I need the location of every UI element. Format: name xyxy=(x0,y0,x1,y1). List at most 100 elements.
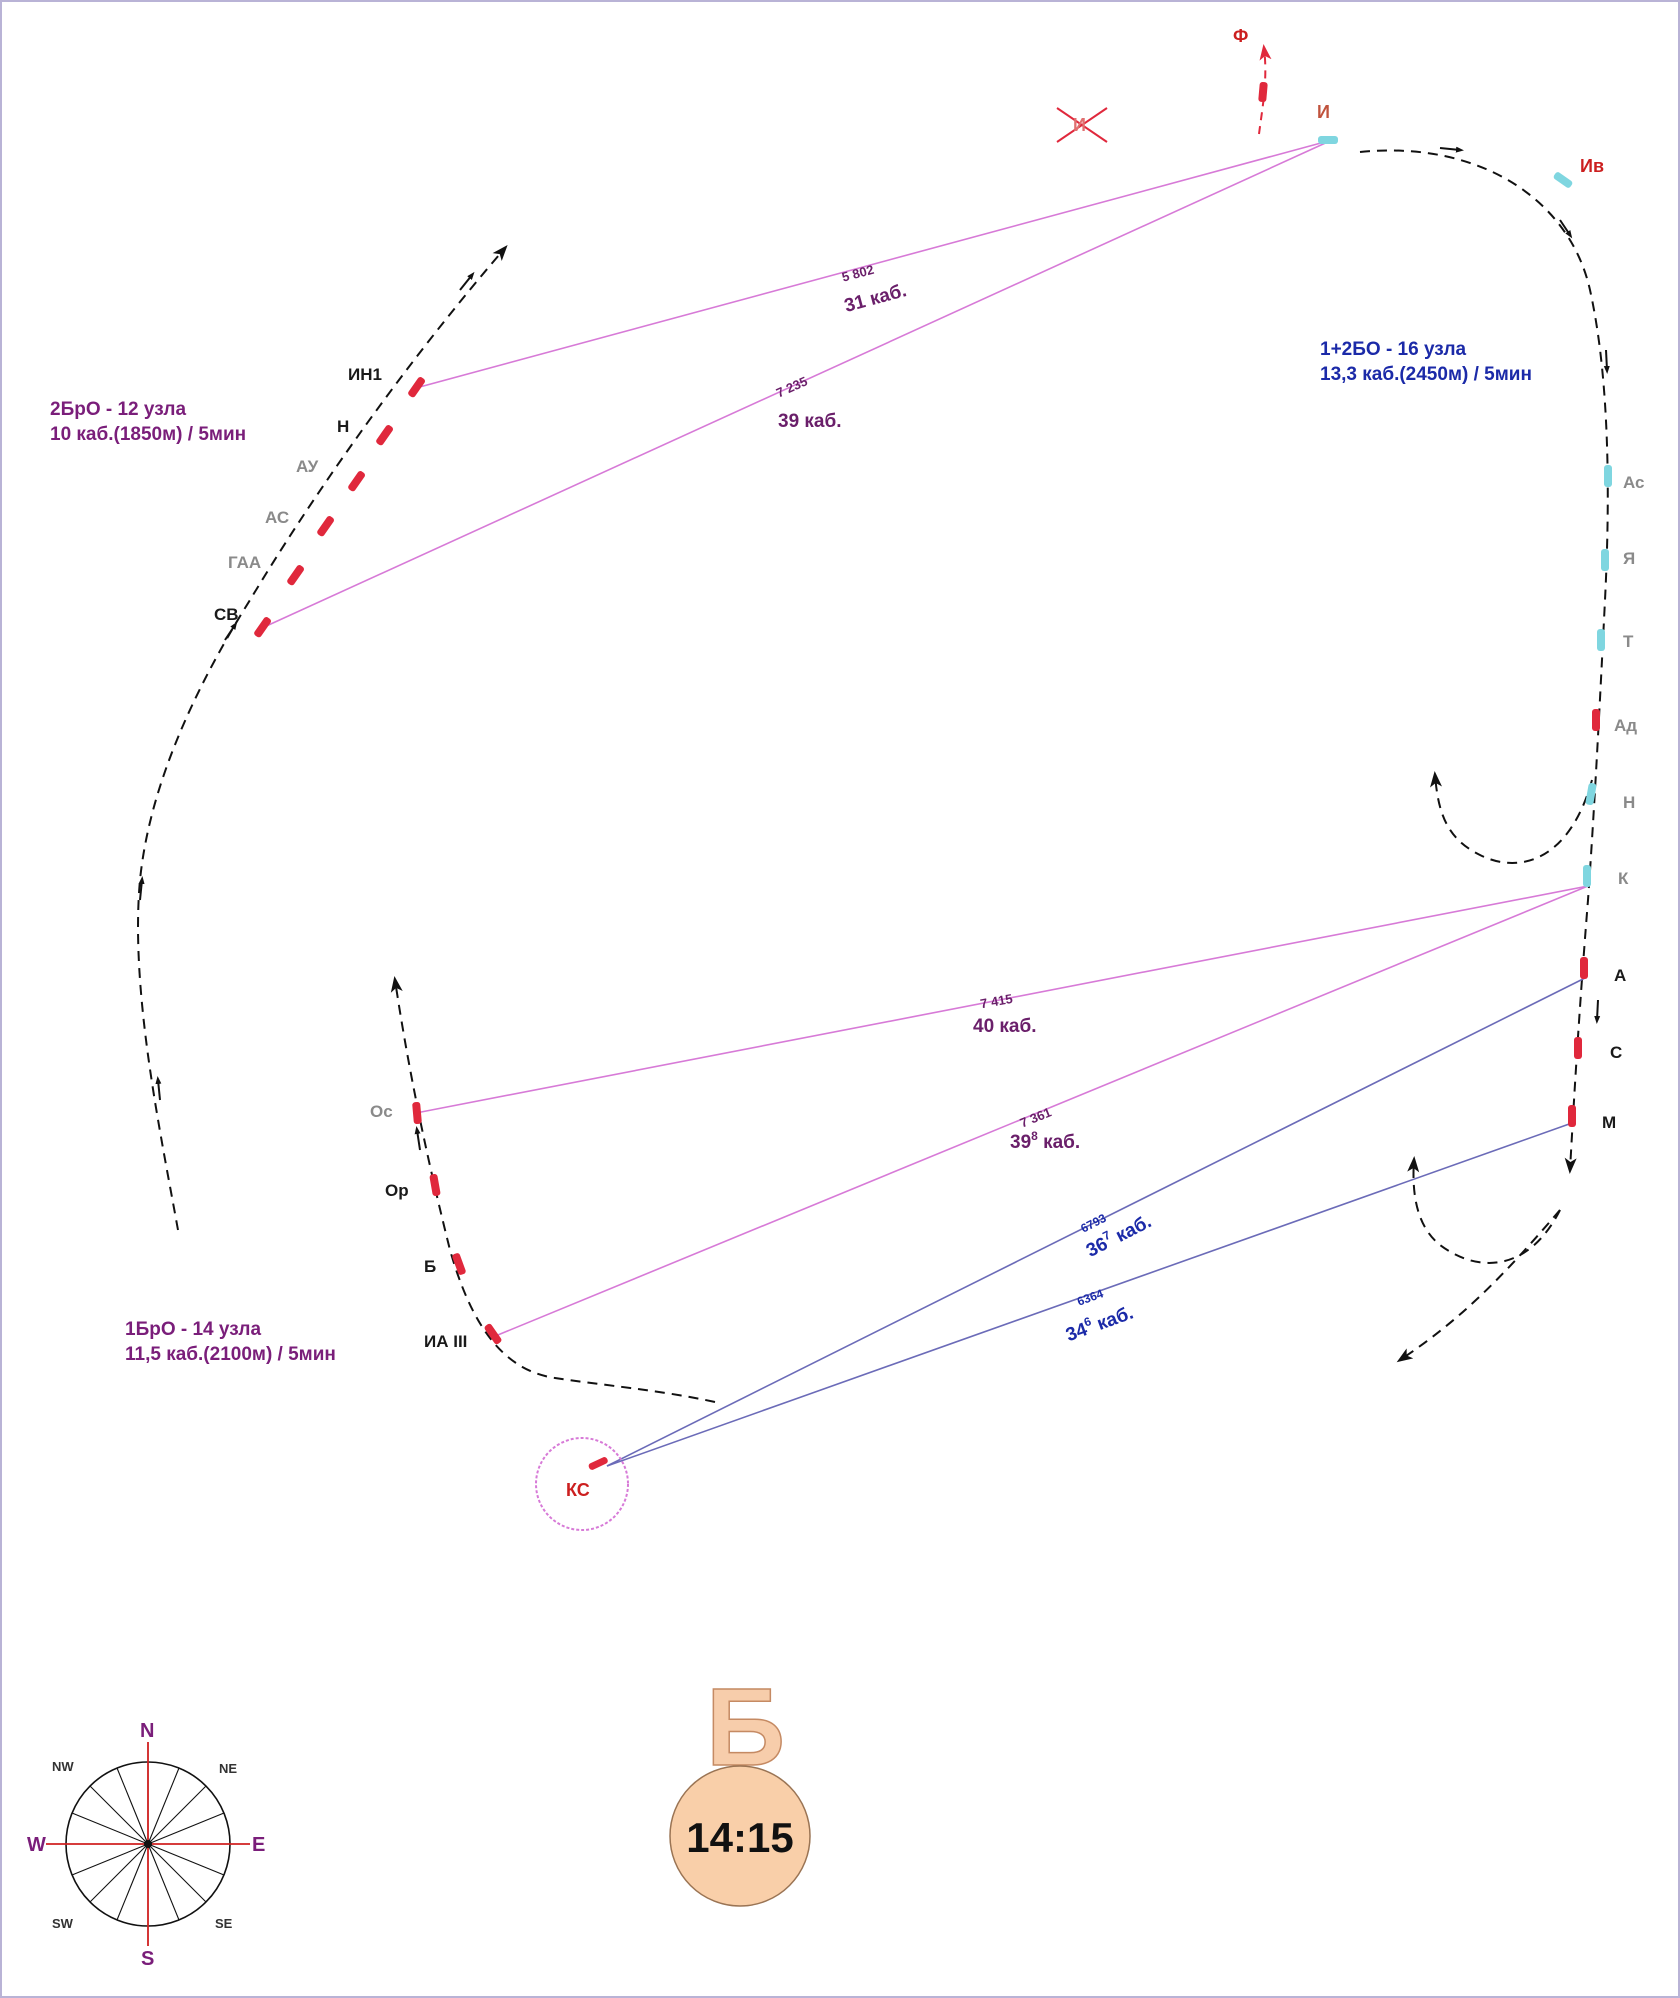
label-au: АУ xyxy=(296,457,319,476)
label-b: Б xyxy=(424,1257,436,1276)
line-in1-i xyxy=(415,139,1333,389)
line-ks-a xyxy=(606,977,1586,1467)
track-left-group xyxy=(137,244,508,1231)
ship-in1[interactable] xyxy=(407,376,426,399)
label-t: Т xyxy=(1623,632,1634,651)
target-circle xyxy=(535,1437,629,1531)
crossed-marker: И xyxy=(1056,107,1108,143)
group-12bo-title: 1+2БО - 16 узла xyxy=(1320,339,1467,360)
target-ship[interactable] xyxy=(588,1456,609,1471)
time-text: 14:15 xyxy=(686,1814,793,1861)
label-ya: Я xyxy=(1623,549,1635,568)
ship-n-left[interactable] xyxy=(375,424,394,447)
track-ticks xyxy=(138,146,1610,1151)
label-crossed: И xyxy=(1073,115,1086,135)
ship-n-right[interactable] xyxy=(1585,782,1597,806)
label-k: К xyxy=(1618,869,1629,888)
compass-s: S xyxy=(141,1948,154,1970)
label-as-right: Ас xyxy=(1623,473,1645,492)
bearing-lines-magenta xyxy=(261,139,1589,1338)
target-label: КС xyxy=(566,1480,590,1500)
ship-f[interactable] xyxy=(1258,81,1268,103)
line-ks-m xyxy=(606,1122,1573,1467)
label-as-left: АС xyxy=(265,508,289,527)
group-12bo-subtitle: 13,3 каб.(2450м) / 5мин xyxy=(1320,364,1532,385)
ship-ad[interactable] xyxy=(1592,709,1600,731)
ships-bottom: Ос Ор Б ИА III xyxy=(370,1101,502,1351)
ship-sv[interactable] xyxy=(253,616,272,639)
label-os: Ос xyxy=(370,1102,393,1121)
dist-3-sup: 8 xyxy=(1031,1129,1038,1143)
compass-sw: SW xyxy=(52,1916,74,1931)
dist-0-small: 5 802 xyxy=(840,262,875,285)
dist-3-big: 39 xyxy=(1010,1132,1031,1153)
label-s: С xyxy=(1610,1043,1622,1062)
label-i: И xyxy=(1317,102,1330,122)
time-badge xyxy=(669,1765,811,1907)
line-os-k xyxy=(415,885,1589,1114)
ships-right: Ас Я Т Ад Н К А С М xyxy=(1568,465,1645,1132)
ship-au[interactable] xyxy=(347,470,366,493)
dist-0-big: 31 каб. xyxy=(842,280,909,317)
compass-ne: NE xyxy=(219,1761,237,1776)
track-f xyxy=(1258,44,1272,135)
compass-nw: NW xyxy=(52,1759,74,1774)
track-right-group xyxy=(1359,149,1609,1363)
label-sv: СВ xyxy=(214,605,239,624)
label-a: А xyxy=(1614,966,1626,985)
track-right xyxy=(1359,149,1609,1174)
label-ad: Ад xyxy=(1614,716,1637,735)
track-turn-upper xyxy=(1430,771,1593,864)
compass-n: N xyxy=(140,1720,154,1742)
label-f: Ф xyxy=(1233,26,1248,46)
compass-w: W xyxy=(27,1834,46,1856)
ship-os[interactable] xyxy=(412,1101,422,1125)
ship-k[interactable] xyxy=(1583,865,1591,887)
dist-3-small: 7 361 xyxy=(1018,1104,1054,1130)
label-m: М xyxy=(1602,1113,1616,1132)
dist-5-sup: 6 xyxy=(1082,1314,1093,1330)
ship-as-left[interactable] xyxy=(316,515,335,538)
label-n-right: Н xyxy=(1623,793,1635,812)
group-1bro-title: 1БрО - 14 узла xyxy=(125,1319,261,1340)
dist-3-unit: каб. xyxy=(1038,1132,1080,1153)
ship-iv[interactable] xyxy=(1553,171,1574,189)
group-2bro-subtitle: 10 каб.(1850м) / 5мин xyxy=(50,424,246,445)
label-or: Ор xyxy=(385,1181,409,1200)
ship-gaa[interactable] xyxy=(286,564,305,587)
group-1bro-subtitle: 11,5 каб.(2100м) / 5мин xyxy=(125,1344,336,1365)
ship-or[interactable] xyxy=(429,1173,441,1197)
top-area: Ф И Ив И xyxy=(1056,26,1604,189)
compass-rose: N S E W NE NW SE SW xyxy=(27,1720,265,1970)
label-n-left: Н xyxy=(337,417,349,436)
dist-2-big: 40 каб. xyxy=(973,1016,1037,1037)
compass-se: SE xyxy=(215,1916,233,1931)
ship-m[interactable] xyxy=(1568,1105,1576,1127)
ship-b[interactable] xyxy=(451,1252,466,1275)
track-exit xyxy=(1396,1209,1561,1363)
ships-left: ИН1 Н АУ АС ГАА СВ xyxy=(214,365,426,639)
ship-s[interactable] xyxy=(1574,1037,1582,1059)
dist-5-big-wrap: 346 каб. xyxy=(1062,1300,1136,1347)
ship-ya[interactable] xyxy=(1601,549,1609,571)
dist-4-unit: каб. xyxy=(1108,1211,1155,1249)
ship-i[interactable] xyxy=(1318,136,1338,144)
track-turn-lower xyxy=(1407,1156,1561,1264)
dist-1-small: 7 235 xyxy=(774,374,810,401)
label-ia3: ИА III xyxy=(424,1332,467,1351)
track-left xyxy=(137,244,508,1231)
ship-as-right[interactable] xyxy=(1604,465,1612,487)
compass-e: E xyxy=(252,1834,265,1856)
line-ia-k xyxy=(492,885,1589,1338)
ship-ia3[interactable] xyxy=(483,1323,502,1346)
ship-a[interactable] xyxy=(1580,957,1588,979)
ship-t[interactable] xyxy=(1597,629,1605,651)
group-labels: 2БрО - 12 узла 10 каб.(1850м) / 5мин 1+2… xyxy=(50,339,1532,1365)
dist-5-unit: каб. xyxy=(1089,1302,1136,1336)
label-in1: ИН1 xyxy=(348,365,382,384)
label-gaa: ГАА xyxy=(228,553,261,572)
dist-5-small: 6364 xyxy=(1075,1286,1105,1308)
distance-labels: 5 802 31 каб. 7 235 39 каб. 7 415 40 каб… xyxy=(774,262,1155,1347)
dist-3-big-wrap: 398 каб. xyxy=(1010,1129,1080,1153)
